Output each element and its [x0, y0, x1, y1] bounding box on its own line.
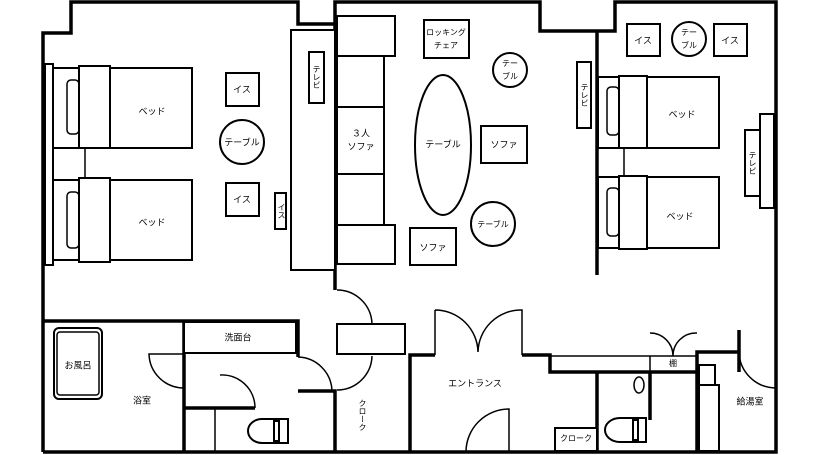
entrance-label: エントランス — [448, 379, 502, 390]
cloak — [554, 427, 598, 452]
washbasin — [183, 321, 297, 354]
sink-icon — [633, 376, 645, 394]
bed-left-1: ベッド — [52, 65, 193, 149]
walls — [41, 0, 778, 454]
cabinet — [336, 323, 406, 355]
sofa — [480, 125, 528, 164]
sofa3-label: ソファ — [347, 143, 374, 153]
shelf-label: 棚 — [669, 358, 677, 368]
tv-console — [290, 29, 336, 271]
chair — [626, 23, 661, 57]
bed-right-1: ベッド — [597, 75, 720, 149]
bathtub-label: お風呂 — [64, 361, 91, 372]
chair-label: イス — [233, 86, 251, 96]
rocking-label: チェア — [434, 41, 458, 50]
table-label: テー — [502, 59, 518, 68]
oval-table — [414, 74, 472, 216]
toilet — [247, 418, 289, 444]
table — [219, 119, 265, 165]
doors — [148, 289, 777, 453]
toilet — [604, 417, 647, 443]
tv-label: テレビ — [312, 65, 321, 89]
table-label: テー — [681, 28, 697, 37]
rocking-label: ロッキング — [426, 27, 466, 37]
table-label: テーブル — [425, 139, 460, 151]
pantry-label: 給湯室 — [736, 396, 763, 408]
tv — [576, 61, 592, 129]
bed-label: ベッド — [138, 219, 165, 229]
sofa-3-seat: ３人 ソファ — [336, 15, 396, 265]
bathtub — [53, 327, 103, 400]
chair-label: イス — [721, 37, 739, 47]
sofa-label: ソファ — [419, 244, 446, 254]
tv-label: テレビ — [580, 83, 589, 107]
chair — [713, 23, 748, 57]
bed-label: ベッド — [138, 108, 165, 118]
bed-right-2: ベッド — [597, 175, 720, 250]
bed-label: ベッド — [668, 111, 695, 121]
sofa — [409, 227, 457, 266]
chair-label: イス — [634, 37, 652, 47]
table-label: テーブル — [477, 219, 509, 229]
cloak-label: クローク — [358, 399, 367, 431]
chair — [225, 72, 260, 107]
chair — [225, 182, 260, 217]
sofa3-label: ３人 — [352, 129, 370, 140]
tv — [308, 51, 325, 104]
table — [470, 201, 516, 247]
chair-label: イス — [233, 196, 251, 206]
chair-small — [274, 192, 287, 230]
sofa-label: ソファ — [490, 141, 517, 151]
chair-label: イス — [277, 203, 286, 219]
table — [671, 21, 707, 57]
bed-left-2: ベッド — [52, 177, 193, 263]
washbasin-label: 洗面台 — [224, 332, 251, 344]
table-label: ブル — [502, 71, 518, 81]
rocking-chair — [423, 19, 470, 59]
table-label: テーブル — [224, 137, 259, 149]
table — [492, 52, 528, 88]
bed-label: ベッド — [666, 213, 693, 223]
tv — [744, 129, 761, 197]
cloak-label: クローク — [560, 434, 592, 443]
table-label: ブル — [681, 40, 697, 50]
bathroom-label: 浴室 — [133, 395, 151, 407]
tv-label: テレビ — [748, 151, 757, 175]
